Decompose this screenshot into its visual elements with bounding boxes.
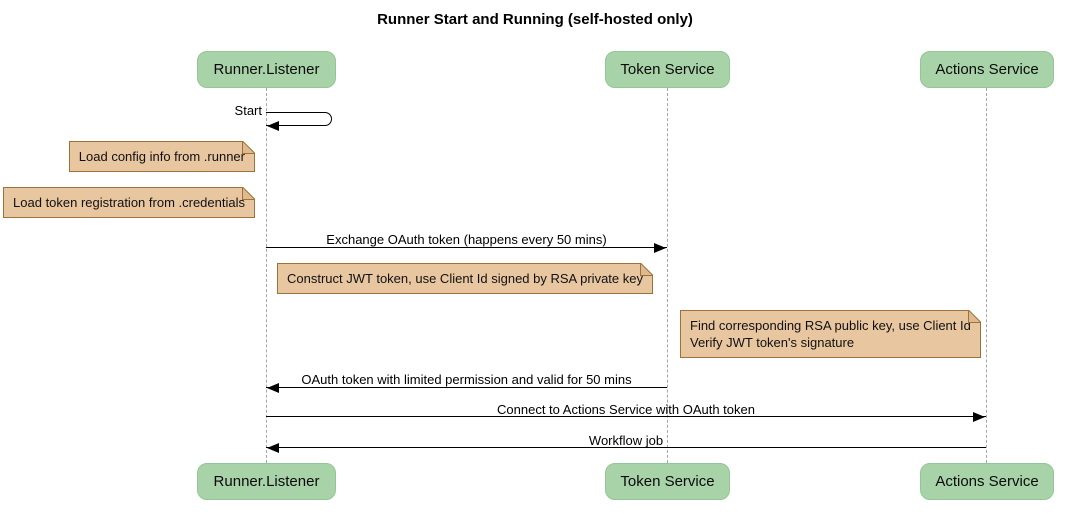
note-fold-icon xyxy=(639,263,653,276)
arrowhead-right-icon xyxy=(973,412,985,422)
arrowhead-left-icon xyxy=(267,383,279,393)
actor-runner-listener-top: Runner.Listener xyxy=(197,51,336,88)
actor-label: Runner.Listener xyxy=(213,473,320,490)
arrowhead-right-icon xyxy=(654,243,666,253)
actor-label: Runner.Listener xyxy=(213,61,320,78)
note-load-config: Load config info from .runner xyxy=(68,141,255,172)
note-load-token-registration: Load token registration from .credential… xyxy=(3,187,255,218)
actor-label: Token Service xyxy=(620,61,715,78)
message-label-exchange-oauth: Exchange OAuth token (happens every 50 m… xyxy=(326,232,607,247)
note-text: Construct JWT token, use Client Id signe… xyxy=(287,271,643,286)
note-text: Load token registration from .credential… xyxy=(13,195,245,210)
lifeline-runner-listener xyxy=(266,88,267,463)
message-line-connect-actions xyxy=(266,416,986,418)
arrowhead-left-icon xyxy=(267,443,279,453)
actor-label: Actions Service xyxy=(935,473,1039,490)
message-label-connect-actions: Connect to Actions Service with OAuth to… xyxy=(497,402,755,417)
message-label-start: Start xyxy=(234,103,262,118)
actor-token-service-top: Token Service xyxy=(605,51,730,88)
note-fold-icon xyxy=(242,141,255,154)
actor-label: Token Service xyxy=(620,473,715,490)
message-label-workflow-job: Workflow job xyxy=(588,433,664,448)
message-line-oauth-return xyxy=(266,387,667,389)
message-line-exchange-oauth xyxy=(266,247,667,249)
message-line-workflow-job xyxy=(266,447,986,449)
actor-token-service-bottom: Token Service xyxy=(605,463,730,500)
lifeline-token-service xyxy=(667,88,668,463)
note-fold-icon xyxy=(967,310,981,323)
self-message-loop xyxy=(266,112,332,126)
note-fold-icon xyxy=(242,187,255,200)
note-verify-jwt: Find corresponding RSA public key, use C… xyxy=(680,310,981,358)
lifeline-actions-service xyxy=(986,88,987,463)
actor-runner-listener-bottom: Runner.Listener xyxy=(197,463,336,500)
actor-label: Actions Service xyxy=(935,61,1039,78)
diagram-title: Runner Start and Running (self-hosted on… xyxy=(377,11,693,28)
note-text: Load config info from .runner xyxy=(78,149,245,164)
message-label-oauth-return: OAuth token with limited permission and … xyxy=(301,372,632,387)
actor-actions-service-top: Actions Service xyxy=(920,51,1054,88)
actor-actions-service-bottom: Actions Service xyxy=(920,463,1054,500)
arrowhead-left-icon xyxy=(267,121,279,131)
note-construct-jwt: Construct JWT token, use Client Id signe… xyxy=(277,263,653,294)
